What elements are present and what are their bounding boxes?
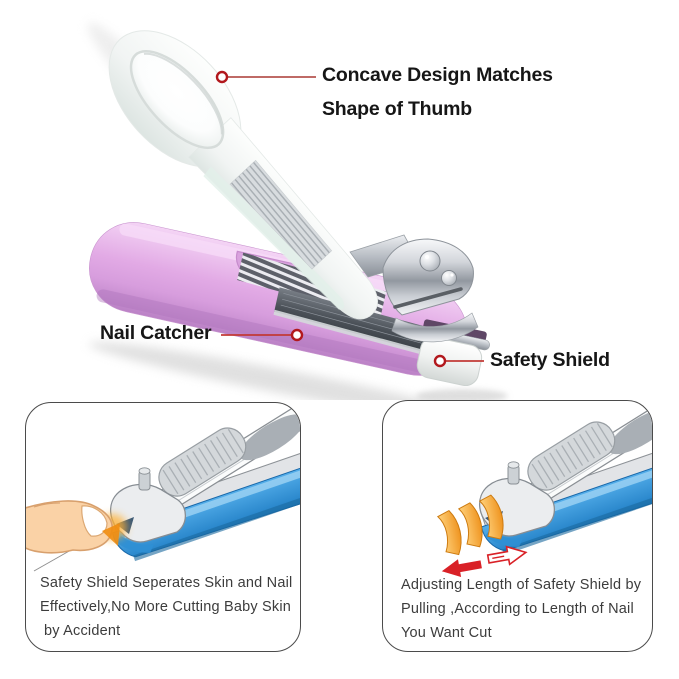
nail-catcher-callout-dot [290,328,304,342]
product-photo [87,22,508,400]
grip-grooves [229,159,333,270]
illustrated-blue-body [111,420,300,562]
concave-design-label-line1: Concave Design Matches [322,64,553,86]
left-panel-caption: Safety Shield Seperates Skin and Nail Ef… [40,571,294,643]
left-caption-line1: Safety Shield Seperates Skin and Nail [40,575,293,591]
callout-markers [215,70,484,368]
right-caption-line3: You Want Cut [401,625,492,641]
safety-shield-label: Safety Shield [490,349,610,371]
left-caption-line2: Effectively,No More Cutting Baby Skin [40,599,292,615]
right-caption-line2: Pulling ,According to Length of Nail [401,601,634,617]
illustrated-finger [26,500,127,572]
white-lever-arm [108,30,378,320]
right-panel-caption: Adjusting Length of Safety Shield by Pul… [401,573,646,645]
panel-safety-shield-demo: Safety Shield Seperates Skin and Nail Ef… [25,402,301,652]
concave-thumb-rest [129,50,225,150]
pivot-screw [419,250,441,272]
illustrated-head [110,467,187,553]
illustrated-nail [81,505,108,537]
concave-callout-dot [215,70,229,84]
nail-catcher-label: Nail Catcher [100,322,212,344]
safety-shield-callout-dot [433,354,447,368]
pull-direction-arrows [441,545,528,577]
arrow-right [486,545,528,566]
illustrated-lever [504,401,652,519]
chrome-clipper-head [349,234,479,343]
illustrated-blue-body [480,414,652,556]
safety-shield-demo-illustration [26,403,300,572]
illustrated-nail-clippings [436,494,504,556]
adjust-length-demo-illustration [436,401,652,577]
right-caption-line1: Adjusting Length of Safety Shield by [401,577,642,593]
arrow-left [441,559,482,577]
panel-adjust-length-demo: Adjusting Length of Safety Shield by Pul… [382,400,653,652]
left-caption-line3: by Accident [44,623,121,639]
concave-design-label: Concave Design Matches Shape of Thumb [322,58,553,126]
concave-design-label-line2: Shape of Thumb [322,98,472,120]
